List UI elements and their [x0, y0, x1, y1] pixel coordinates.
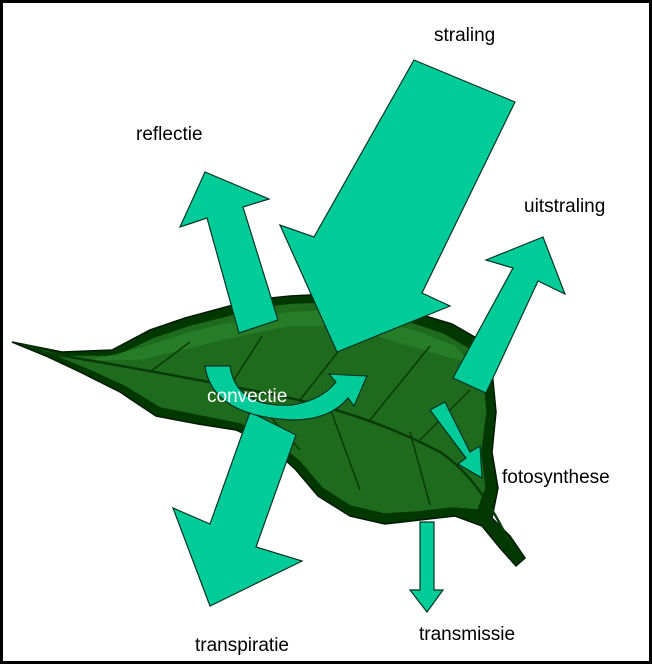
transpiratie-arrow-icon — [173, 412, 302, 606]
label-convectie: convectie — [207, 386, 287, 407]
leaf-energy-diagram: straling reflectie uitstraling convectie… — [3, 3, 649, 661]
label-straling: straling — [434, 25, 495, 46]
uitstraling-arrow-icon — [453, 237, 565, 393]
label-transpiratie: transpiratie — [195, 635, 289, 656]
transmissie-arrow-icon — [410, 522, 443, 612]
label-fotosynthese: fotosynthese — [502, 467, 610, 488]
label-reflectie: reflectie — [136, 124, 203, 145]
label-uitstraling: uitstraling — [524, 196, 605, 217]
label-transmissie: transmissie — [419, 624, 515, 645]
